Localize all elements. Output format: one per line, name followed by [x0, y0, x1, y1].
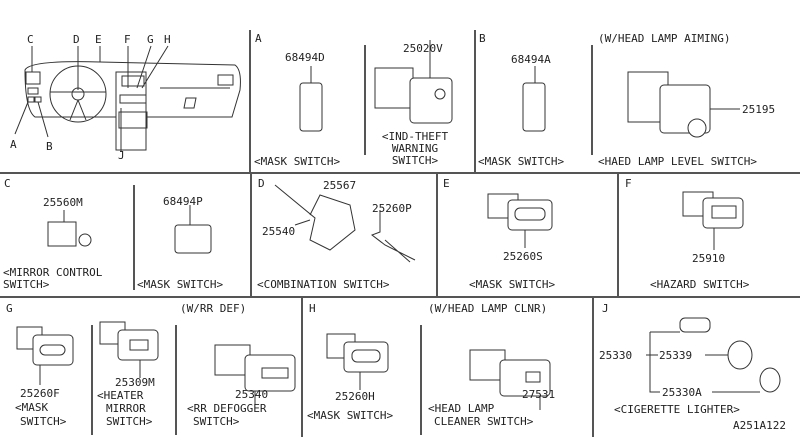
part-number: 25540 [262, 225, 296, 238]
dashboard-drawing [24, 61, 241, 151]
part-number: 25260F [20, 387, 60, 400]
marker-b: B [46, 140, 53, 153]
divider [175, 325, 177, 435]
part-caption: <MASK SWITCH> [478, 155, 565, 168]
marker-g: G [147, 33, 154, 46]
part-caption: <HEATER [97, 389, 144, 402]
divider [91, 325, 93, 435]
part-number: 25567 [323, 179, 357, 192]
section-letter-c: C [4, 177, 11, 190]
leader-lines [14, 45, 169, 152]
part-number: 25330 [599, 349, 633, 362]
marker-e: E [95, 33, 102, 46]
part-number: 25020V [403, 42, 443, 55]
part-caption: <RR DEFOGGER [187, 402, 267, 415]
part-caption: CLEANER SWITCH> [434, 415, 534, 428]
marker-f: F [124, 33, 131, 46]
part-caption: SWITCH> [106, 415, 153, 428]
part-caption: <MIRROR CONTROL [3, 266, 103, 279]
part-number: 25330A [662, 386, 702, 399]
divider [420, 325, 422, 435]
marker-d: D [73, 33, 80, 46]
part-caption: <MASK SWITCH> [469, 278, 556, 291]
part-number: 68494A [511, 53, 551, 66]
part-caption: MIRROR [106, 402, 146, 415]
diagram-code: A251A122 [733, 419, 786, 432]
part-caption: <MASK SWITCH> [307, 409, 394, 422]
part-caption: <CIGERETTE LIGHTER> [614, 403, 740, 416]
switch-drawings [16, 40, 744, 410]
part-number: 68494P [163, 195, 203, 208]
part-caption: SWITCH> [391, 154, 439, 167]
part-number: 25560M [43, 196, 83, 209]
marker-j: J [118, 149, 125, 162]
cigarette-lighter-drawing [646, 317, 781, 393]
part-caption: <HEAD LAMP [428, 402, 495, 415]
part-number: 25260P [372, 202, 412, 215]
part-number: 25260S [503, 250, 543, 263]
section-letter-a: A [255, 32, 262, 45]
part-caption: <HAZARD SWITCH> [650, 278, 750, 291]
divider [474, 30, 476, 172]
divider [301, 296, 303, 437]
marker-a: A [10, 138, 17, 151]
part-number: 25339 [659, 349, 693, 362]
part-caption: <HAED LAMP LEVEL SWITCH> [598, 155, 757, 168]
part-note: (W/HEAD LAMP CLNR) [428, 302, 548, 315]
mask-switch-drawings [174, 66, 546, 254]
divider [617, 172, 619, 296]
divider [0, 172, 800, 174]
part-number: 25195 [742, 103, 776, 116]
part-number: 25309M [115, 376, 155, 389]
part-caption: <MASK SWITCH> [254, 155, 341, 168]
section-letter-h: H [309, 302, 316, 315]
section-letter-d: D [258, 177, 265, 190]
part-note: (W/RR DEF) [180, 302, 247, 315]
section-letter-f: F [625, 177, 632, 190]
part-caption: WARNING [391, 142, 439, 155]
part-caption: <MASK [15, 401, 49, 414]
divider [364, 45, 366, 155]
divider [133, 185, 135, 290]
part-note: (W/HEAD LAMP AIMING) [598, 32, 731, 45]
part-caption: SWITCH> [3, 278, 50, 291]
part-number: 25910 [692, 252, 726, 265]
divider [0, 296, 800, 298]
section-letter-b: B [479, 32, 486, 45]
section-letter-g: G [6, 302, 13, 315]
marker-c: C [27, 33, 34, 46]
part-caption: SWITCH> [20, 415, 67, 428]
part-caption: SWITCH> [193, 415, 240, 428]
part-caption: <MASK SWITCH> [137, 278, 224, 291]
part-number: 25340 [235, 388, 269, 401]
divider [591, 45, 593, 155]
divider [250, 172, 252, 296]
part-caption: <COMBINATION SWITCH> [257, 278, 390, 291]
part-number: 68494D [285, 51, 325, 64]
part-number: 27531 [522, 388, 556, 401]
section-letter-j: J [602, 302, 609, 315]
divider [436, 172, 438, 296]
part-caption: <IND-THEFT [381, 130, 449, 143]
divider [592, 296, 594, 437]
divider [249, 30, 251, 172]
section-letter-e: E [443, 177, 450, 190]
marker-h: H [164, 33, 171, 46]
part-number: 25260H [335, 390, 375, 403]
